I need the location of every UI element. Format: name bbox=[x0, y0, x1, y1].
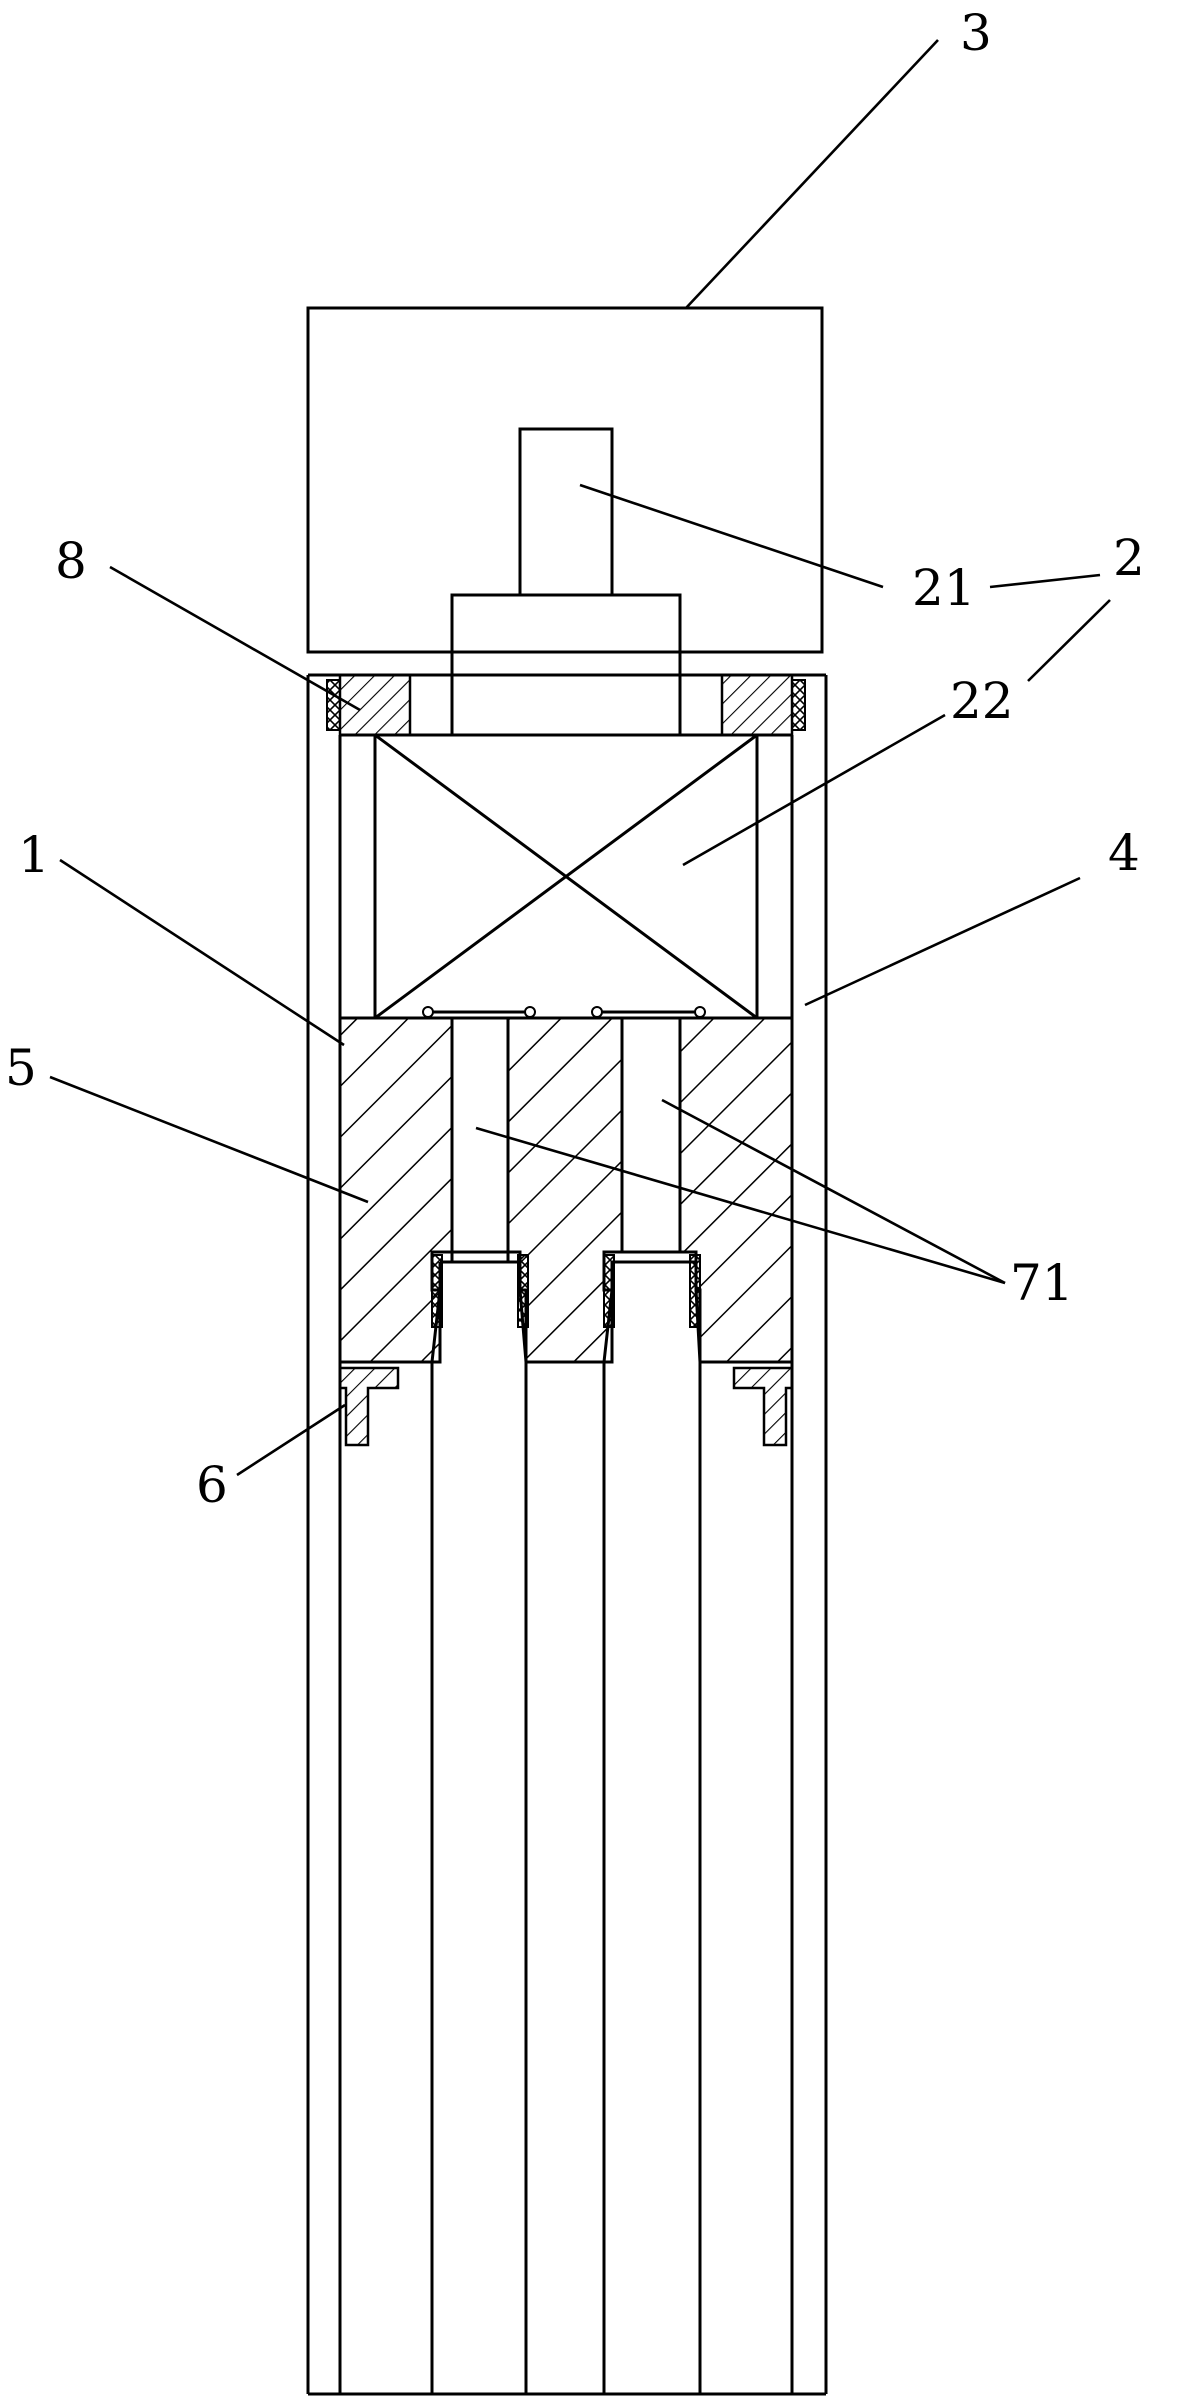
leader-lines bbox=[49, 39, 1111, 1477]
top-ring-right bbox=[720, 673, 806, 737]
actuator-base bbox=[450, 593, 682, 737]
piston-block bbox=[338, 1016, 794, 1364]
label-4: 4 bbox=[1108, 824, 1140, 882]
actuator-shaft bbox=[518, 427, 614, 597]
reference-numerals: 3 21 2 22 8 1 4 5 71 6 bbox=[5, 4, 1145, 1514]
top-ring-left bbox=[326, 673, 412, 737]
stop-left bbox=[338, 1366, 400, 1447]
valve-plates bbox=[422, 1006, 706, 1018]
channel-tubes bbox=[430, 1250, 702, 2394]
label-2: 2 bbox=[1113, 529, 1145, 587]
label-71: 71 bbox=[1010, 1254, 1074, 1312]
stop-right bbox=[732, 1366, 794, 1447]
label-1: 1 bbox=[18, 826, 50, 884]
label-22: 22 bbox=[950, 672, 1014, 730]
label-3: 3 bbox=[960, 4, 992, 62]
outer-tube bbox=[306, 673, 828, 2396]
label-21: 21 bbox=[912, 559, 976, 617]
motor-box bbox=[340, 733, 792, 1020]
housing-block bbox=[306, 306, 824, 654]
label-6: 6 bbox=[196, 1456, 228, 1514]
label-5: 5 bbox=[5, 1039, 37, 1097]
label-8: 8 bbox=[55, 532, 87, 590]
